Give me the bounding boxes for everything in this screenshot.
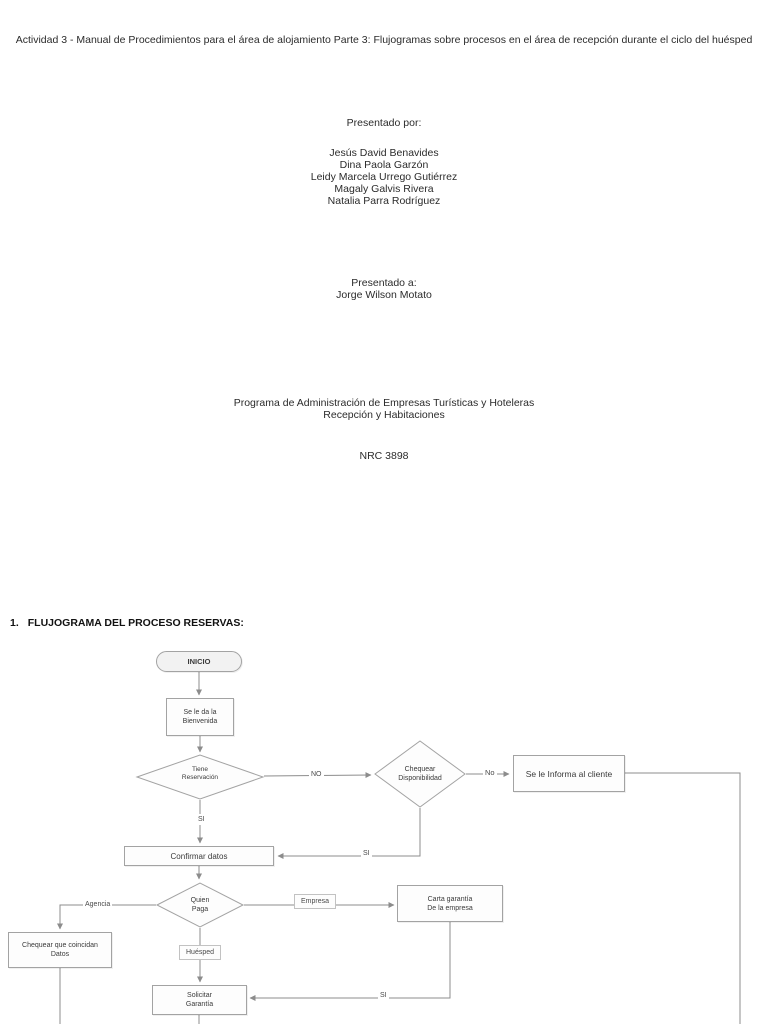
- author-name: Jesús David Benavides: [329, 147, 439, 159]
- program-block: Programa de Administración de Empresas T…: [0, 397, 768, 421]
- presented-to-block: Presentado a: Jorge Wilson Motato: [0, 277, 768, 301]
- edge-agencia: [57, 904, 156, 930]
- edge-label-huesped: Huésped: [179, 945, 222, 960]
- edge-label-si-disponibilidad: SI: [361, 848, 372, 859]
- author-name: Natalia Parra Rodríguez: [327, 195, 441, 207]
- author-name: Magaly Galvis Rivera: [334, 183, 434, 195]
- edge-label-si-garantia: SI: [378, 990, 389, 1001]
- presented-by-label: Presentado por:: [346, 117, 422, 129]
- author-name: Dina Paola Garzón: [339, 159, 429, 171]
- program-line-1: Programa de Administración de Empresas T…: [233, 397, 535, 409]
- nrc-code: NRC 3898: [359, 450, 409, 462]
- section-heading: 1. FLUJOGRAMA DEL PROCESO RESERVAS:: [10, 617, 244, 629]
- edge-label-no-reservacion: NO: [309, 769, 324, 780]
- decision-chequear-disponibilidad: [374, 740, 466, 808]
- section-heading-number: 1.: [10, 617, 19, 629]
- node-solicitar-garantia: Solicitar Garantía: [152, 985, 247, 1015]
- authors-list: Jesús David Benavides Dina Paola Garzón …: [0, 147, 768, 207]
- decision-tiene-reservacion: [135, 754, 265, 800]
- edge-label-no-disponibilidad: No: [483, 767, 497, 778]
- program-line-2: Recepción y Habitaciones: [323, 409, 445, 421]
- decision-quien-paga: [155, 882, 245, 928]
- node-confirmar-datos: Confirmar datos: [124, 846, 274, 866]
- edge-label-empresa: Empresa: [294, 894, 337, 909]
- node-inicio: INICIO: [156, 651, 242, 672]
- node-bienvenida: Se le da la Bienvenida: [166, 698, 234, 736]
- node-carta-garantia: Carta garantía De la empresa: [397, 885, 503, 922]
- edge-label-si-reservacion: SI: [196, 814, 207, 825]
- node-chequear-coincidan: Chequear que coincidan Datos: [8, 932, 112, 968]
- node-informa-cliente: Se le Informa al cliente: [513, 755, 625, 792]
- edge-si-disponibilidad: [277, 808, 421, 859]
- section-heading-text: FLUJOGRAMA DEL PROCESO RESERVAS:: [27, 617, 244, 629]
- edge-si-garantia: [249, 922, 451, 1001]
- edge-label-agencia: Agencia: [83, 899, 113, 910]
- presented-to-name: Jorge Wilson Motato: [336, 289, 432, 301]
- document-title: Actividad 3 - Manual de Procedimientos p…: [15, 34, 753, 46]
- edge-informa-retorno: [625, 772, 741, 1024]
- author-name: Leidy Marcela Urrego Gutiérrez: [310, 171, 458, 183]
- presented-to-label: Presentado a:: [351, 277, 417, 289]
